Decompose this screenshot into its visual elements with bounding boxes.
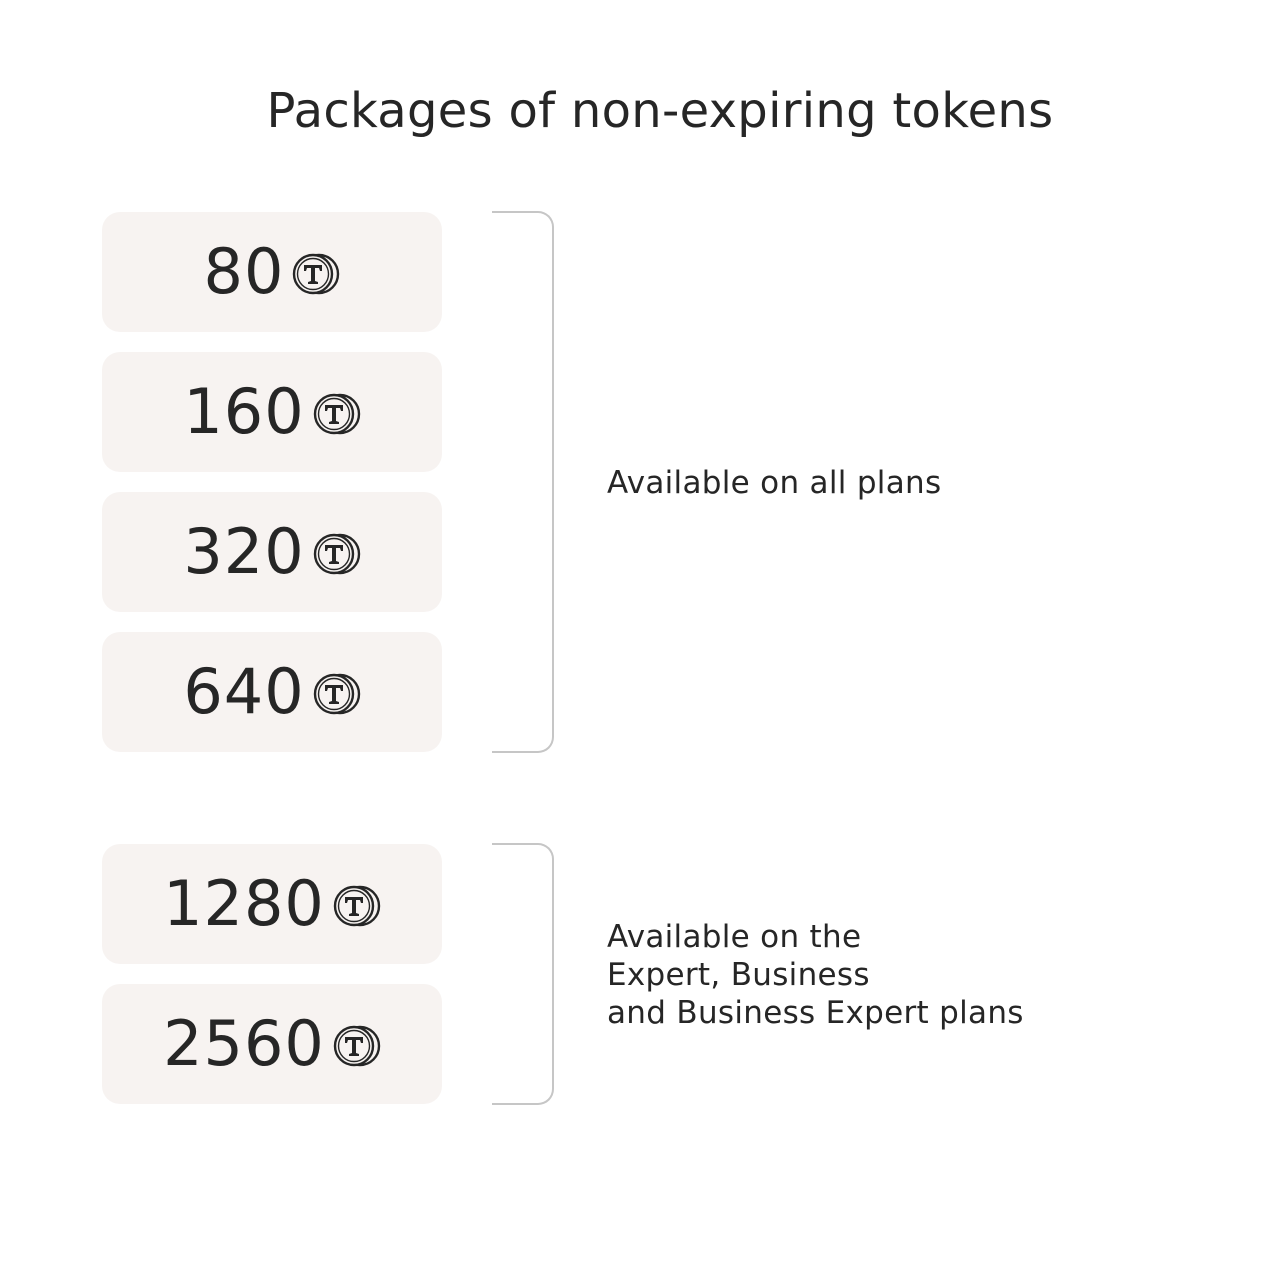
token-package-2560[interactable]: 2560 xyxy=(102,984,442,1104)
token-package-80[interactable]: 80 xyxy=(102,212,442,332)
package-amount: 320 xyxy=(183,515,305,588)
group-bracket-expert-business xyxy=(492,843,554,1105)
token-coin-icon xyxy=(292,250,340,298)
package-amount: 80 xyxy=(203,235,285,308)
token-coin-icon xyxy=(333,1022,381,1070)
token-coin-icon xyxy=(313,530,361,578)
group-label-line: and Business Expert plans xyxy=(607,995,1024,1031)
token-coin-icon xyxy=(313,390,361,438)
group-label-line: Expert, Business xyxy=(607,957,870,993)
token-package-1280[interactable]: 1280 xyxy=(102,844,442,964)
package-amount: 1280 xyxy=(163,867,325,940)
package-amount: 2560 xyxy=(163,1007,325,1080)
token-package-160[interactable]: 160 xyxy=(102,352,442,472)
group-label-all-plans: Available on all plans xyxy=(607,464,941,502)
group-label-line: Available on the xyxy=(607,919,862,955)
token-coin-icon xyxy=(333,882,381,930)
group-label-line: Available on all plans xyxy=(607,465,942,501)
token-package-640[interactable]: 640 xyxy=(102,632,442,752)
group-bracket-all-plans xyxy=(492,211,554,753)
token-coin-icon xyxy=(313,670,361,718)
package-amount: 160 xyxy=(183,375,305,448)
page-title: Packages of non-expiring tokens xyxy=(266,83,1054,139)
token-package-320[interactable]: 320 xyxy=(102,492,442,612)
group-label-expert-business: Available on the Expert, Business and Bu… xyxy=(607,918,1024,1032)
package-amount: 640 xyxy=(183,655,305,728)
